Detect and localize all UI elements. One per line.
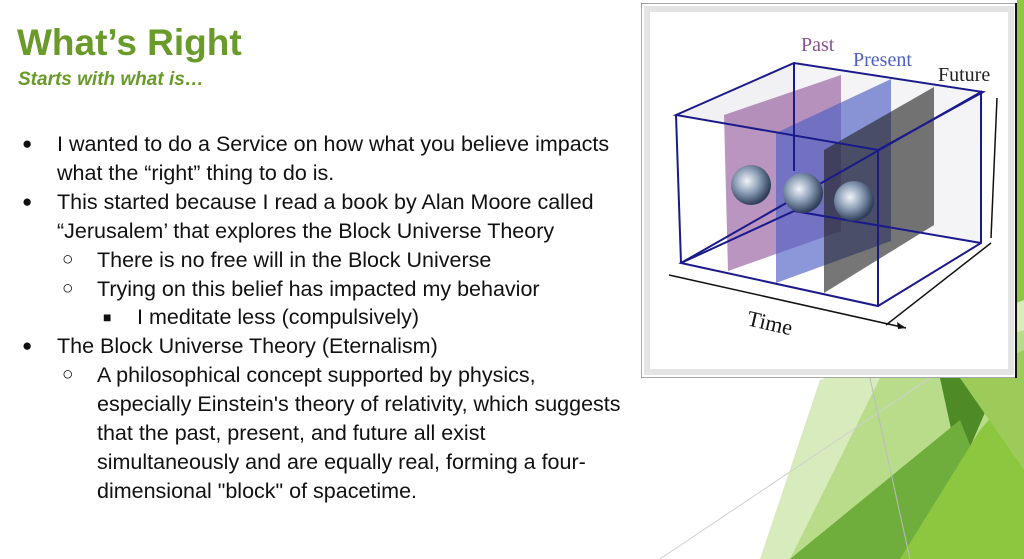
bullet-marker: ○ — [62, 364, 74, 386]
bullet-item: ● This started because I read a book by A… — [0, 188, 640, 246]
bullet-item: ■ I meditate less (compulsively) — [0, 303, 640, 332]
bullet-text: This started because I read a book by Al… — [57, 189, 594, 243]
bullet-marker: ● — [22, 336, 33, 356]
bullet-item: ○ Trying on this belief has impacted my b… — [0, 275, 640, 304]
bullet-marker: ■ — [103, 309, 112, 326]
bullet-text: The Block Universe Theory (Eternalism) — [57, 334, 438, 359]
earth-future — [834, 181, 874, 221]
bullet-marker: ● — [22, 191, 33, 211]
slide-subtitle: Starts with what is… — [18, 69, 204, 90]
bullet-marker: ● — [22, 134, 33, 153]
bullet-item: ○ There is no free will in the Block Univ… — [0, 246, 640, 275]
bullet-item: ● I wanted to do a Service on how what yo… — [0, 130, 640, 188]
bullet-text: A philosophical concept supported by phy… — [97, 363, 621, 503]
label-past: Past — [801, 34, 835, 56]
earth-present — [783, 173, 823, 213]
bullet-text: I wanted to do a Service on how what you… — [57, 132, 610, 185]
bullet-item: ○ A philosophical concept supported by ph… — [0, 361, 640, 506]
block-universe-diagram: Past Present Future Time — [641, 3, 1017, 378]
bullet-item: ● The Block Universe Theory (Eternalism) — [0, 332, 640, 361]
label-present: Present — [853, 49, 912, 71]
label-future: Future — [938, 64, 990, 86]
bullet-marker: ○ — [62, 248, 74, 270]
earth-past — [731, 165, 771, 205]
slide-title: What’s Right — [17, 22, 242, 63]
bullet-marker: ○ — [62, 277, 74, 299]
bullet-text: Trying on this belief has impacted my be… — [97, 276, 540, 301]
bullet-text: I meditate less (compulsively) — [137, 305, 419, 330]
bullet-list: ● I wanted to do a Service on how what yo… — [0, 130, 640, 506]
bullet-text: There is no free will in the Block Unive… — [97, 247, 492, 272]
